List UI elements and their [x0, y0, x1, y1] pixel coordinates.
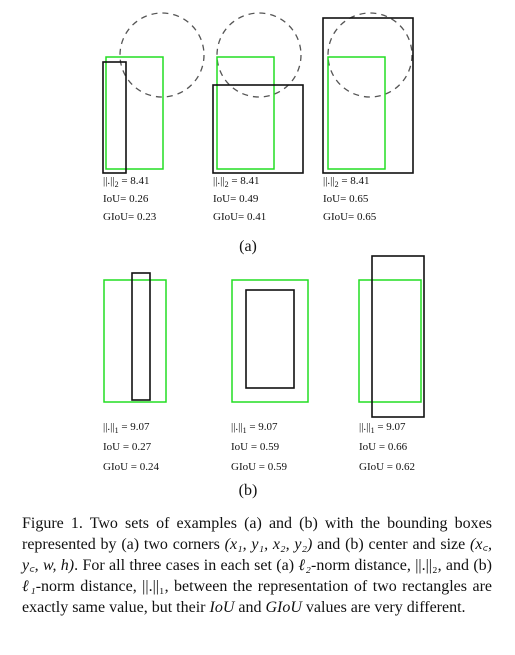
ground-truth-box: [216, 56, 275, 170]
ground-truth-box: [327, 56, 386, 170]
norm-distance-label: ||.||2 = 8.41: [213, 175, 260, 189]
math-corners: (x₁, y₁, x₂, y₂): [224, 536, 313, 553]
subfigure-label-a: (a): [239, 238, 257, 255]
math-iou: IoU: [209, 599, 235, 616]
predicted-box: [322, 17, 414, 174]
subfigure-label-b: (b): [239, 482, 258, 499]
norm-distance-label: ||.||1 = 9.07: [359, 421, 406, 435]
figure-caption: Figure 1. Two sets of examples (a) and (…: [22, 515, 493, 616]
math-giou: GIoU: [265, 599, 302, 616]
math-norm2: ||.||₂: [415, 557, 438, 574]
set-a-case-3: ||.||2 = 8.41 IoU= 0.65 GIoU= 0.65: [322, 12, 414, 223]
giou-label: GIoU = 0.24: [103, 461, 160, 473]
iou-label: IoU = 0.59: [231, 441, 280, 453]
iou-label: IoU= 0.65: [323, 193, 369, 205]
giou-label: GIoU= 0.23: [103, 211, 157, 223]
giou-label: GIoU= 0.65: [323, 211, 377, 223]
ground-truth-box: [105, 56, 164, 170]
figure-canvas: ||.||2 = 8.41 IoU= 0.26 GIoU= 0.23 ||.||…: [102, 12, 425, 499]
set-b-case-1: ||.||1 = 9.07 IoU = 0.27 GIoU = 0.24: [103, 272, 167, 473]
predicted-box: [371, 255, 425, 418]
iou-label: IoU= 0.26: [103, 193, 149, 205]
set-b-case-3: ||.||1 = 9.07 IoU = 0.66 GIoU = 0.62: [358, 255, 425, 473]
set-a-case-1: ||.||2 = 8.41 IoU= 0.26 GIoU= 0.23: [102, 12, 205, 223]
norm-distance-label: ||.||1 = 9.07: [231, 421, 278, 435]
math-norm1: ||.||₁: [142, 578, 165, 595]
predicted-box: [212, 84, 304, 174]
giou-label: GIoU = 0.62: [359, 461, 415, 473]
anchor-circle: [119, 12, 205, 98]
giou-label: GIoU= 0.41: [213, 211, 266, 223]
ground-truth-box: [103, 279, 167, 403]
math-l1: ℓ₁: [22, 578, 36, 595]
anchor-circle: [216, 12, 302, 98]
math-l2: ℓ₂: [298, 557, 311, 574]
set-b-case-2: ||.||1 = 9.07 IoU = 0.59 GIoU = 0.59: [231, 279, 309, 473]
set-a-case-2: ||.||2 = 8.41 IoU= 0.49 GIoU= 0.41: [212, 12, 304, 223]
norm-distance-label: ||.||2 = 8.41: [323, 175, 370, 189]
predicted-box: [245, 289, 295, 389]
ground-truth-box: [231, 279, 309, 403]
norm-distance-label: ||.||1 = 9.07: [103, 421, 150, 435]
ground-truth-box: [358, 279, 422, 403]
iou-label: IoU = 0.27: [103, 441, 152, 453]
norm-distance-label: ||.||2 = 8.41: [103, 175, 150, 189]
iou-label: IoU = 0.66: [359, 441, 408, 453]
giou-label: GIoU = 0.59: [231, 461, 288, 473]
anchor-circle: [327, 12, 413, 98]
predicted-box: [102, 61, 127, 174]
math-center-size: (x꜀, y꜀, w, h): [22, 536, 493, 574]
predicted-box: [131, 272, 151, 401]
iou-label: IoU= 0.49: [213, 193, 259, 205]
